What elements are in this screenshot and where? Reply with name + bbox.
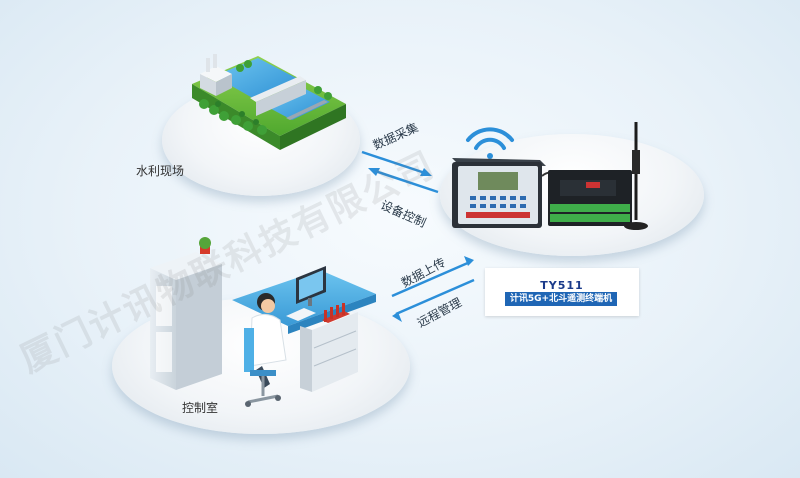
product-card: TY511 计讯5G+北斗遥测终端机 [485,268,639,316]
node-label-control-room: 控制室 [182,401,219,415]
arrow-device-to-water [368,168,439,194]
arrow-control-to-device [391,256,474,298]
hydro-plant-illustration [192,54,346,150]
flow-arrows [361,150,475,322]
arrow-device-to-control [392,278,475,322]
product-model: TY511 [540,279,584,292]
product-name: 计讯5G+北斗遥测终端机 [505,292,617,306]
ty511-terminal-illustration [452,122,648,230]
node-label-water-site: 水利现场 [136,164,185,178]
arrow-water-to-device [361,150,432,176]
control-room-illustration [150,237,376,407]
wifi-signal-icon [466,127,514,159]
